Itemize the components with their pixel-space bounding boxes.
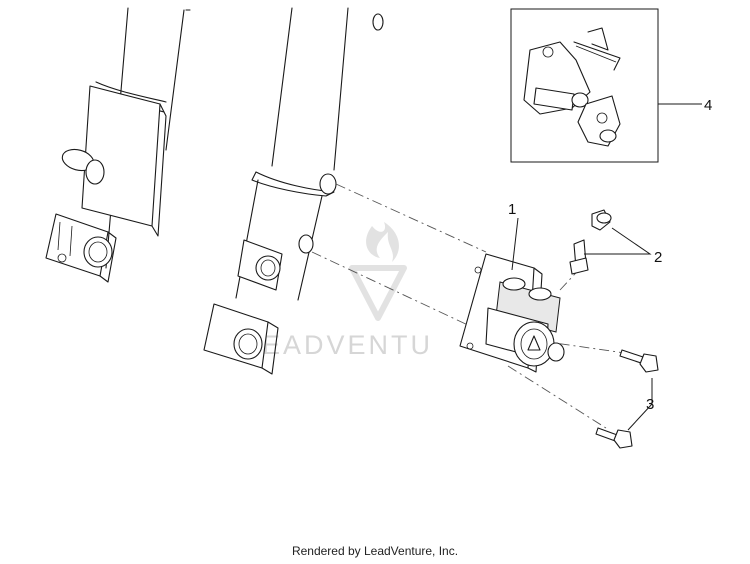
caliper-bolt-upper — [619, 349, 659, 373]
leadventure-watermark: EADVENTU — [262, 222, 433, 360]
rendered-by-footer: Rendered by LeadVenture, Inc. — [291, 544, 459, 558]
callout-1: 1 — [508, 201, 516, 218]
bleeder-valve — [569, 209, 612, 275]
callout-3: 3 — [646, 396, 654, 413]
fork-leg-right — [203, 7, 384, 375]
brake-caliper — [459, 253, 565, 373]
watermark-text: EADVENTU — [262, 330, 433, 360]
brake-pad-kit-box — [510, 8, 659, 163]
caliper-bolt-lower — [595, 427, 633, 449]
callout-2: 2 — [654, 249, 662, 266]
leader-lines — [511, 103, 702, 431]
assembly-lines — [311, 183, 633, 429]
callout-4: 4 — [704, 97, 712, 114]
fork-leg-left — [45, 7, 191, 283]
